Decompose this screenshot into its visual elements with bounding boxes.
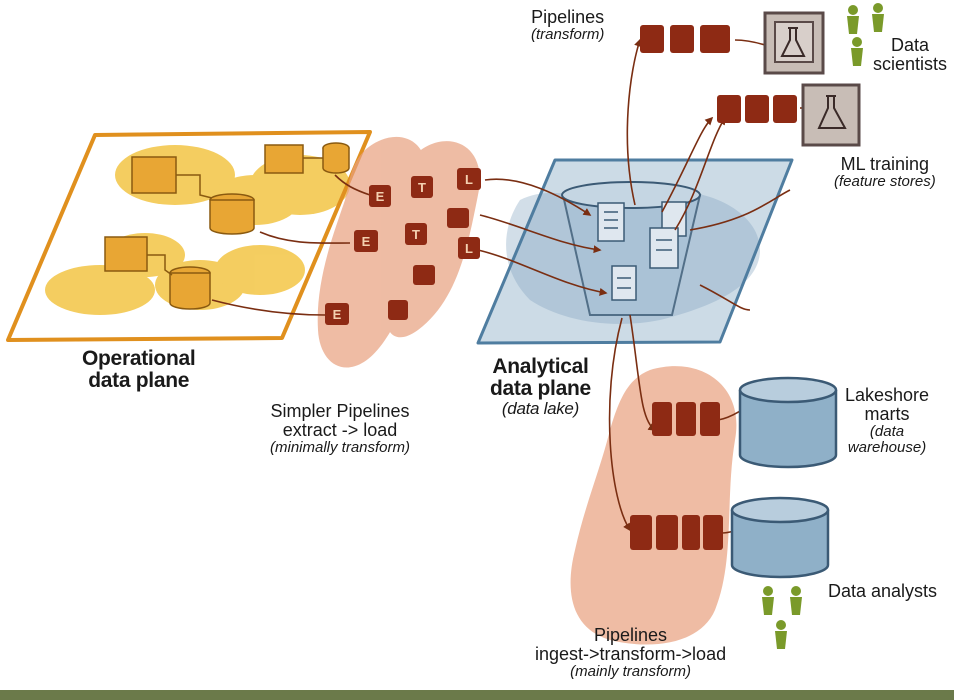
data-scientists-workbench: [763, 11, 825, 75]
person-icon: [851, 37, 863, 66]
ingest-pipelines-label: Pipelines ingest->transform->load (mainl…: [535, 625, 727, 680]
lakeshore-marts-label: Lakeshore marts (data warehouse): [845, 385, 930, 456]
etl-box-l1: L: [457, 168, 481, 190]
pipelines-transform-label: Pipelines (transform): [531, 7, 605, 43]
data-analysts-people: [762, 586, 802, 649]
simpler-pipelines-label: Simpler Pipelines extract -> load (minim…: [270, 401, 411, 456]
etl-letter: T: [412, 227, 420, 242]
etl-box: [447, 208, 469, 228]
person-icon: [872, 3, 884, 32]
analytical-data-plane: [476, 158, 794, 345]
etl-box: [413, 265, 435, 285]
operational-data-plane-label: Operational data plane: [82, 347, 196, 393]
database-icon: [730, 496, 830, 579]
transform-pipeline-ml: [717, 95, 797, 123]
etl-box-t2: T: [405, 223, 427, 245]
transform-pipeline-top: [640, 25, 730, 53]
ingest-pipelines-blob: [570, 366, 737, 645]
data-scientists-people: [847, 3, 884, 66]
operational-data-plane: [6, 130, 372, 342]
etl-box-t1: T: [411, 176, 433, 198]
person-icon: [762, 586, 774, 615]
bottom-bar: [0, 690, 954, 700]
data-analysts-label: Data analysts: [828, 581, 938, 601]
etl-letter: T: [418, 180, 426, 195]
person-icon: [775, 620, 787, 649]
person-icon: [847, 5, 859, 34]
ml-training-workbench: [801, 83, 861, 147]
analytical-data-plane-label: Analytical data plane (data lake): [490, 355, 591, 419]
person-icon: [790, 586, 802, 615]
flask-icon: [817, 95, 847, 129]
ml-training-label: ML training (feature stores): [834, 154, 936, 190]
etl-letter: E: [333, 307, 342, 322]
etl-box-e3: E: [325, 303, 349, 325]
ingest-pipeline-marts: [652, 402, 720, 436]
etl-letter: E: [376, 189, 385, 204]
etl-box: [388, 300, 408, 320]
flask-icon: [780, 27, 806, 57]
etl-box-e2: E: [354, 230, 378, 252]
etl-letter: E: [362, 234, 371, 249]
etl-box-e1: E: [369, 185, 391, 207]
etl-boxes: E T L E T L E: [325, 168, 481, 325]
etl-letter: L: [465, 172, 473, 187]
operational-sources: [104, 142, 350, 310]
analytical-plane-frame: [476, 158, 794, 345]
operational-plane-frame: [6, 130, 372, 342]
etl-letter: L: [465, 241, 473, 256]
ingest-pipeline-analysts: [630, 515, 723, 550]
etl-box-l2: L: [458, 237, 480, 259]
data-scientists-label: Data scientists: [873, 35, 948, 74]
database-icon: [738, 376, 838, 469]
data-lake-documents: [597, 201, 687, 301]
flow-arrows: [211, 38, 815, 534]
